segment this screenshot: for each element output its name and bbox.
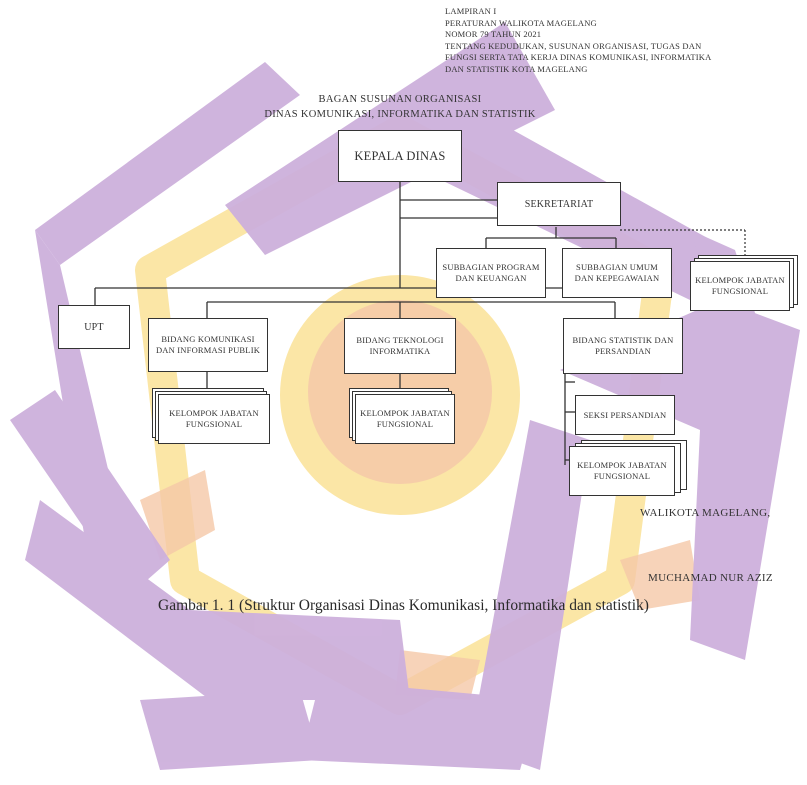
header-line: TENTANG KEDUDUKAN, SUSUNAN ORGANISASI, T…	[445, 40, 702, 51]
node-kjf-top: KELOMPOK JABATAN FUNGSIONAL	[690, 255, 800, 313]
node-upt: UPT	[58, 305, 130, 349]
stack-front: KELOMPOK JABATAN FUNGSIONAL	[690, 261, 790, 311]
header-line: DAN STATISTIK KOTA MAGELANG	[445, 63, 588, 74]
node-bidang-statistik: BIDANG STATISTIK DAN PERSANDIAN	[563, 318, 683, 374]
header-line: PERATURAN WALIKOTA MAGELANG	[445, 17, 597, 28]
node-label: KELOMPOK JABATAN FUNGSIONAL	[577, 460, 667, 481]
node-kjf-statistik: KELOMPOK JABATAN FUNGSIONAL	[569, 440, 689, 496]
regulation-header: LAMPIRAN I PERATURAN WALIKOTA MAGELANG N…	[445, 6, 711, 75]
figure-caption: Gambar 1. 1 (Struktur Organisasi Dinas K…	[158, 597, 649, 614]
node-bidang-komunikasi: BIDANG KOMUNIKASI DAN INFORMASI PUBLIK	[148, 318, 268, 372]
chart-title-line2: DINAS KOMUNIKASI, INFORMATIKA DAN STATIS…	[264, 109, 536, 120]
stack-front: KELOMPOK JABATAN FUNGSIONAL	[355, 394, 455, 444]
header-line: LAMPIRAN I	[445, 6, 497, 16]
node-label: SEKRETARIAT	[524, 198, 594, 210]
node-kjf-komunikasi: KELOMPOK JABATAN FUNGSIONAL	[152, 388, 272, 444]
signature-place: WALIKOTA MAGELANG,	[640, 507, 771, 519]
stack-front: KELOMPOK JABATAN FUNGSIONAL	[569, 446, 675, 496]
node-label: KEPALA DINAS	[354, 149, 446, 163]
node-sekretariat: SEKRETARIAT	[497, 182, 621, 226]
node-label: UPT	[84, 321, 104, 333]
node-seksi-persandian: SEKSI PERSANDIAN	[575, 395, 675, 435]
node-label: BIDANG KOMUNIKASI DAN INFORMASI PUBLIK	[155, 334, 261, 355]
header-line: FUNGSI SERTA TATA KERJA DINAS KOMUNIKASI…	[445, 52, 712, 62]
node-label: BIDANG TEKNOLOGI INFORMATIKA	[356, 335, 444, 356]
signature-name: MUCHAMAD NUR AZIZ	[648, 572, 773, 584]
node-label: BIDANG STATISTIK DAN PERSANDIAN	[572, 335, 674, 356]
node-subbagian-program: SUBBAGIAN PROGRAM DAN KEUANGAN	[436, 248, 546, 298]
node-subbagian-umum: SUBBAGIAN UMUM DAN KEPEGAWAIAN	[562, 248, 672, 298]
node-bidang-teknologi: BIDANG TEKNOLOGI INFORMATIKA	[344, 318, 456, 374]
node-kepala-dinas: KEPALA DINAS	[338, 130, 462, 182]
node-label: KELOMPOK JABATAN FUNGSIONAL	[360, 408, 450, 429]
node-label: KELOMPOK JABATAN FUNGSIONAL	[695, 275, 785, 296]
header-line: NOMOR 79 TAHUN 2021	[445, 29, 542, 39]
node-label: SUBBAGIAN UMUM DAN KEPEGAWAIAN	[574, 262, 660, 283]
chart-title-line1: BAGAN SUSUNAN ORGANISASI	[318, 94, 482, 105]
node-kjf-teknologi: KELOMPOK JABATAN FUNGSIONAL	[349, 388, 457, 444]
node-label: SEKSI PERSANDIAN	[583, 409, 667, 420]
watermark-peach-accents	[140, 470, 700, 700]
stack-front: KELOMPOK JABATAN FUNGSIONAL	[158, 394, 270, 444]
node-label: SUBBAGIAN PROGRAM DAN KEUANGAN	[442, 262, 540, 283]
node-label: KELOMPOK JABATAN FUNGSIONAL	[169, 408, 259, 429]
